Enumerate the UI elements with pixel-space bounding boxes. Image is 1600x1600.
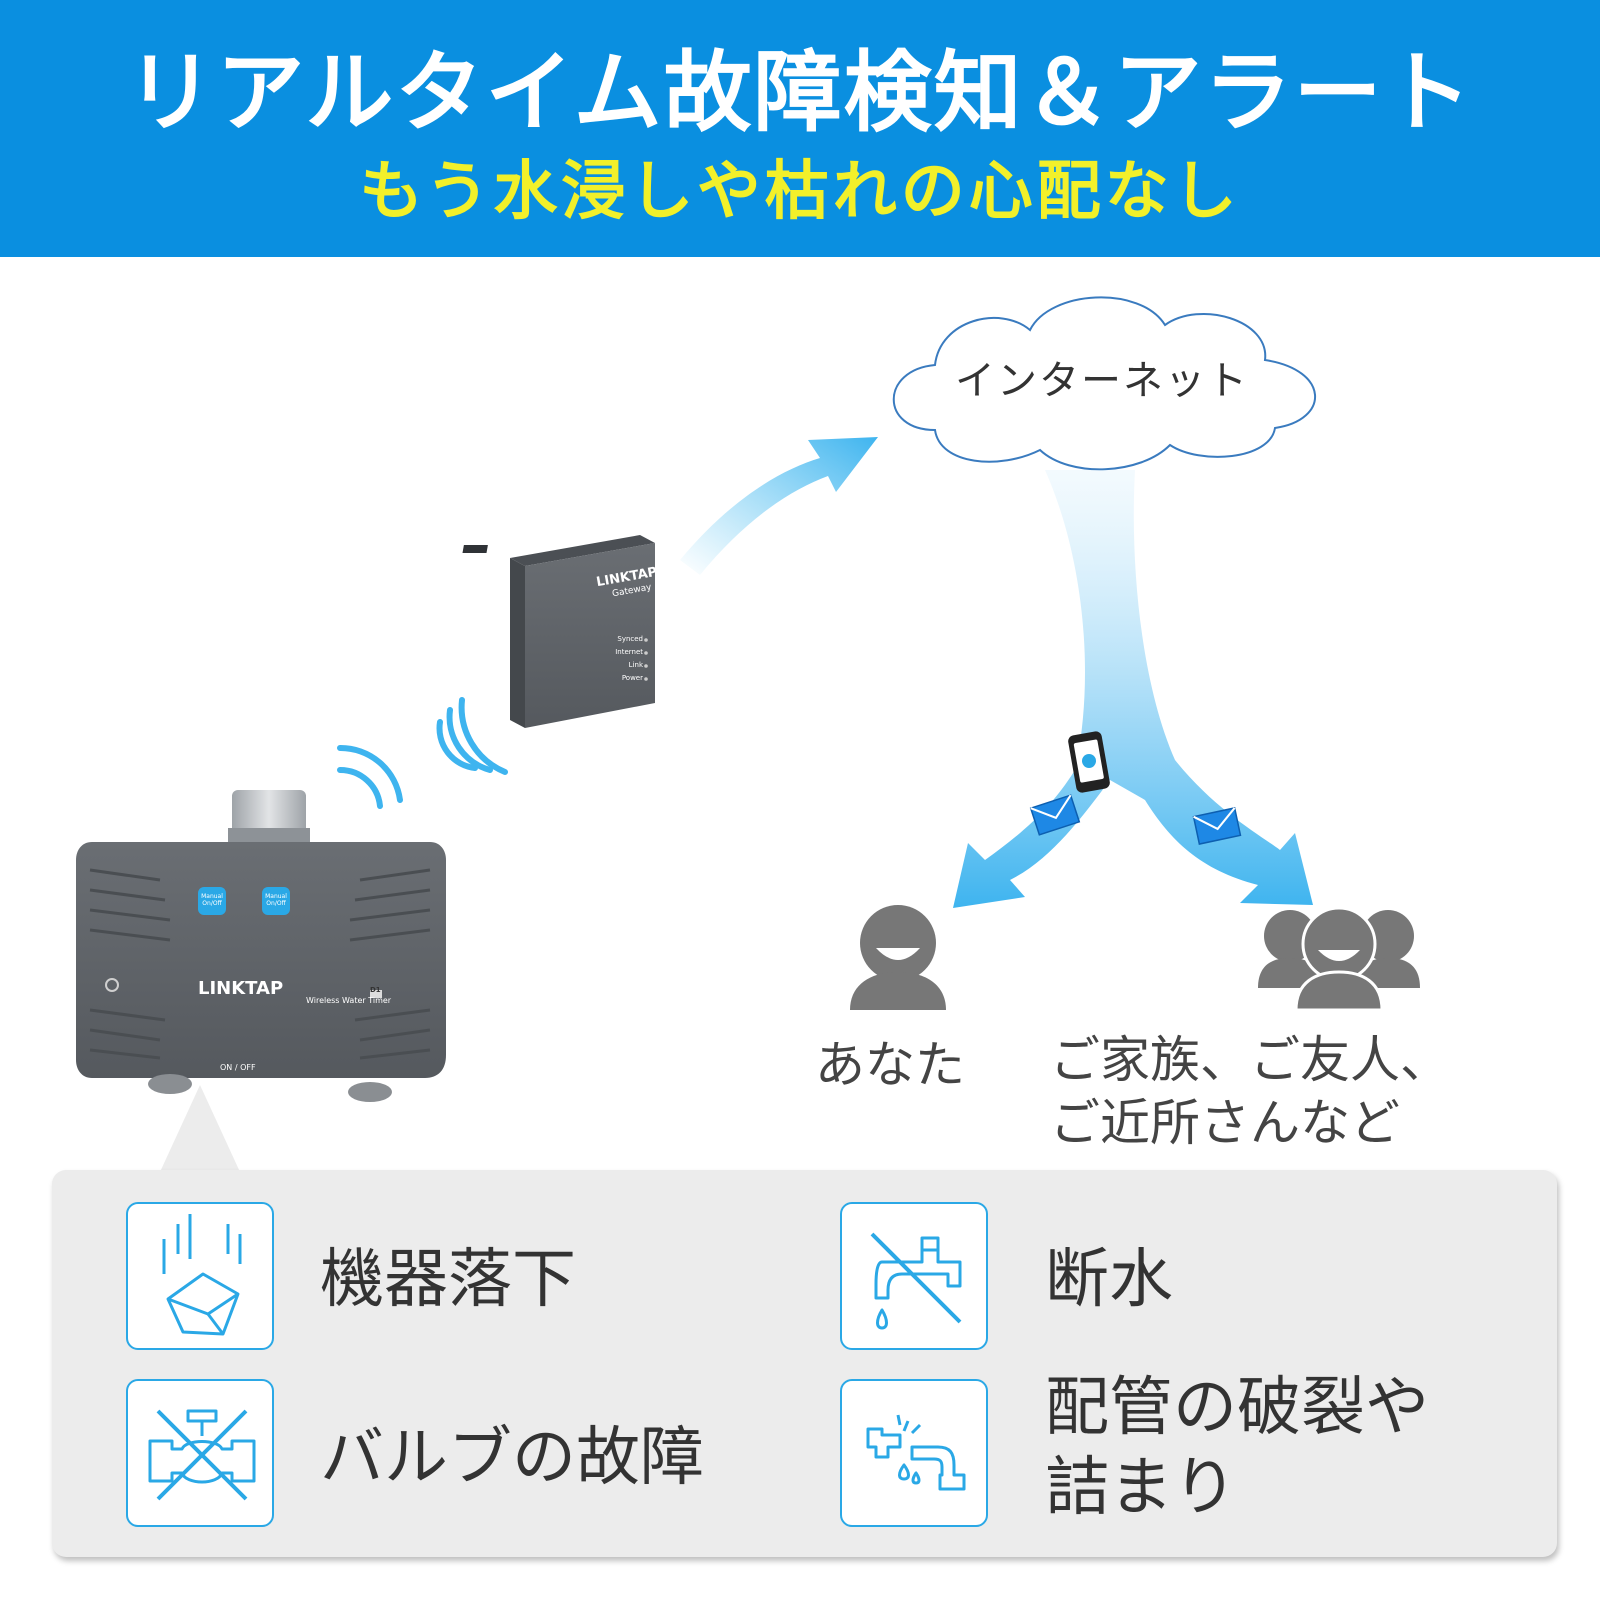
gateway-device xyxy=(462,535,655,728)
broken-valve-icon xyxy=(126,1379,274,1527)
recipient-others-line1: ご家族、ご友人、 xyxy=(1050,1031,1450,1089)
manual-button-2 xyxy=(262,887,290,915)
failure-label-pipe-line2: 詰まり xyxy=(1045,1451,1237,1525)
person-icon xyxy=(850,905,946,1010)
manual-button-2-label: Manual On/Off xyxy=(265,893,287,907)
falling-device-icon xyxy=(126,1202,274,1350)
burst-pipe-icon xyxy=(840,1379,988,1527)
gateway-led-link: Link xyxy=(628,661,643,669)
manual-button-1 xyxy=(198,887,226,915)
envelope-icon-left xyxy=(1029,794,1081,836)
upload-arrow xyxy=(680,437,878,575)
cloud-icon xyxy=(892,296,1316,471)
header-banner: リアルタイム故障検知＆アラート もう水浸しや枯れの心配なし xyxy=(0,0,1600,257)
smartphone-icon xyxy=(1068,731,1110,793)
gateway-led-power: Power xyxy=(621,674,643,682)
recipient-others-line2: ご近所さんなど xyxy=(1050,1094,1400,1152)
manual-button-1-label: Manual On/Off xyxy=(201,893,223,907)
water-timer-device xyxy=(76,790,446,1102)
timer-switch-label: ON / OFF xyxy=(220,1063,256,1072)
failure-label-no-water: 断水 xyxy=(1045,1243,1173,1317)
banner-title: リアルタイム故障検知＆アラート xyxy=(126,41,1474,144)
banner-subtitle: もう水浸しや枯れの心配なし xyxy=(359,155,1241,229)
timer-brand: LINKTAP xyxy=(198,978,284,999)
envelope-icon-right xyxy=(1192,807,1242,845)
gateway-led-labels: Synced Internet Link Power xyxy=(615,633,643,685)
gateway-led-synced: Synced xyxy=(617,635,643,643)
failure-label-valve: バルブの故障 xyxy=(320,1421,704,1495)
cloud-label: インターネット xyxy=(955,358,1249,404)
group-icon xyxy=(1258,906,1420,1012)
panel-pointer xyxy=(160,1085,240,1172)
failure-panel xyxy=(52,1170,1557,1557)
timer-model-tag: D1 xyxy=(370,986,381,994)
recipient-you: あなた xyxy=(815,1036,965,1094)
failure-label-pipe-line1: 配管の破裂や xyxy=(1045,1371,1429,1445)
failure-label-falling: 機器落下 xyxy=(320,1243,576,1317)
notification-arrows xyxy=(953,470,1313,908)
network-diagram xyxy=(76,296,1420,1102)
timer-product-name: Wireless Water Timer xyxy=(306,996,392,1005)
no-water-icon xyxy=(840,1202,988,1350)
gateway-led-internet: Internet xyxy=(615,648,643,656)
wireless-signal-icon xyxy=(337,697,508,809)
